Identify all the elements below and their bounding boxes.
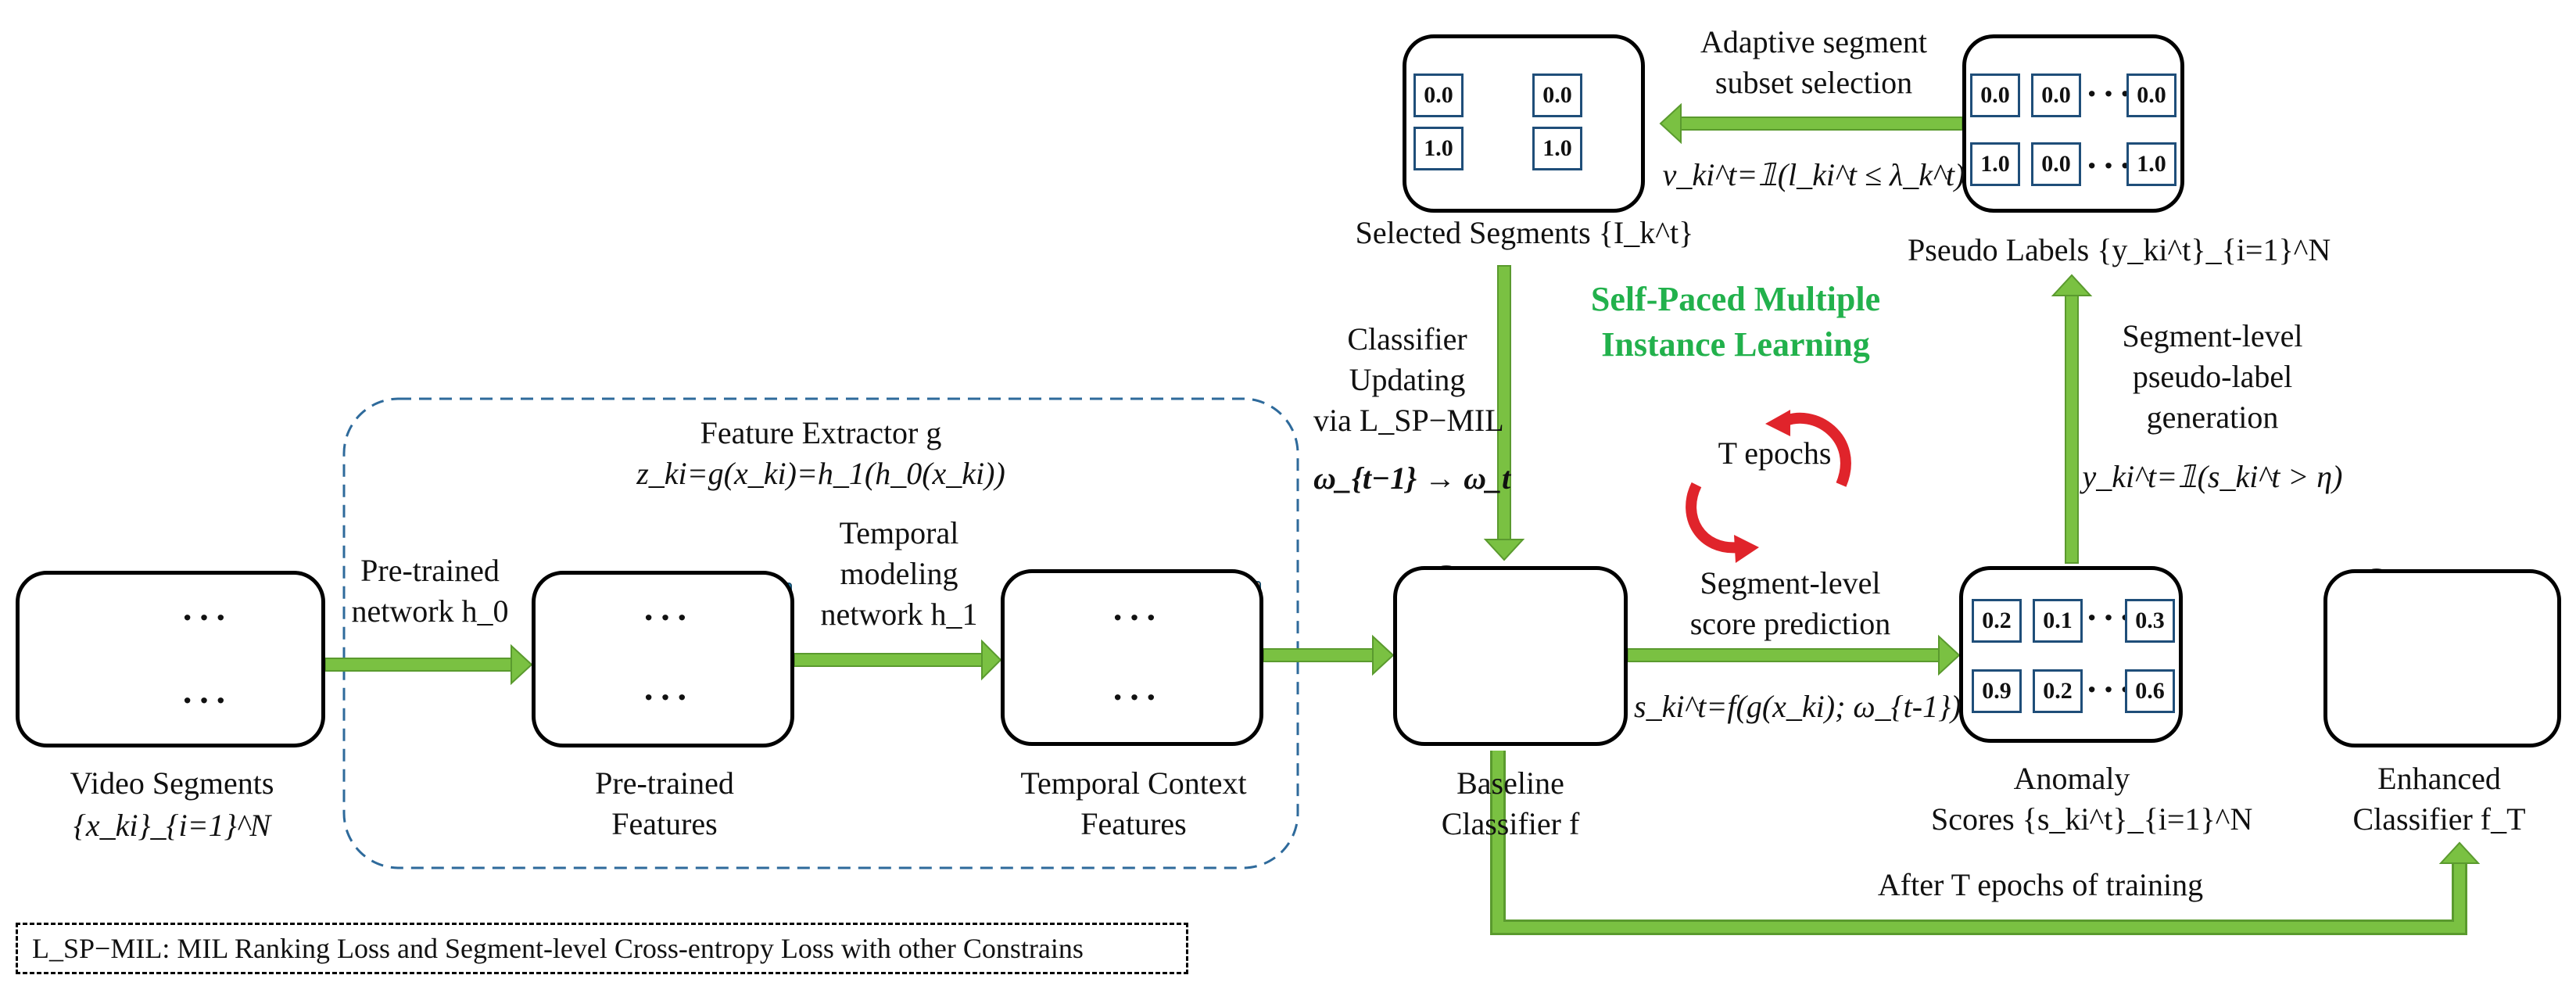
score-prediction-label-2: score prediction	[1689, 606, 1891, 641]
anomaly-score-cell: 0.2	[2033, 669, 2083, 713]
adaptive-selection-label-1: Adaptive segment	[1700, 24, 1927, 59]
anomaly-score-cell: 0.9	[1972, 669, 2022, 713]
pseudo-label-generation-label-1: Segment-level	[2122, 318, 2303, 353]
loss-legend: L_SP−MIL: MIL Ranking Loss and Segment-l…	[16, 923, 1188, 974]
temporal-context-label-2: Features	[1080, 806, 1187, 841]
anomaly-score-cell: 0.2	[1972, 599, 2022, 643]
pseudo-label-cell: 0.0	[2031, 142, 2081, 186]
selected-segment-cell: 0.0	[1532, 73, 1582, 117]
arrow-video-to-pretrained	[324, 643, 533, 686]
classifier-updating-label-2: Updating	[1349, 362, 1466, 397]
temporal-modeling-label-1: Temporal	[839, 515, 959, 550]
arrow-scores-to-pseudo-labels	[2051, 274, 2093, 564]
classifier-updating-label-1: Classifier	[1347, 321, 1467, 357]
feature-extractor-title: Feature Extractor g	[700, 415, 942, 450]
video-segments-label: Video Segments	[70, 765, 274, 801]
pseudo-label-generation-label-2: pseudo-label	[2132, 359, 2293, 394]
video-bottom-ellipsis: ···	[181, 680, 232, 720]
score-formula: s_ki^t=f(g(x_ki); ω_{t-1})	[1634, 689, 1962, 724]
classifier-updating-label-4: ω_{t−1} → ω_t	[1313, 461, 1511, 496]
arrow-baseline-to-scores	[1627, 634, 1961, 676]
pseudo-label-cell: 1.0	[2126, 142, 2177, 186]
baseline-classifier-box	[1393, 566, 1628, 746]
temporal-top-ellipsis: ···	[1112, 597, 1163, 637]
pseudo-bottom-ellipsis: ···	[2086, 145, 2137, 185]
score-prediction-label-1: Segment-level	[1700, 565, 1881, 600]
pretrained-features-label-2: Features	[611, 806, 718, 841]
temporal-bottom-ellipsis: ···	[1112, 677, 1163, 717]
pseudo-label-generation-label-3: generation	[2146, 400, 2279, 435]
scores-bottom-ellipsis: ···	[2086, 669, 2137, 709]
video-top-ellipsis: ···	[181, 597, 232, 637]
epochs-cycle-arrows	[1686, 410, 1851, 563]
scores-top-ellipsis: ···	[2086, 597, 2137, 637]
feature-extractor-formula: z_ki=g(x_ki)=h_1(h_0(x_ki))	[636, 456, 1005, 491]
arrow-temporal-to-baseline	[1263, 634, 1395, 676]
arrow-pseudo-labels-to-selected	[1659, 102, 1963, 145]
arrow-baseline-to-enhanced	[1490, 751, 2481, 935]
selected-segments-label: Selected Segments {I_k^t}	[1355, 215, 1694, 250]
anomaly-score-cell: 0.3	[2125, 599, 2175, 643]
video-segments-math: {x_ki}_{i=1}^N	[73, 808, 271, 843]
pseudo-label-cell: 0.0	[1970, 73, 2020, 117]
pretrained-network-label-1: Pre-trained	[360, 553, 500, 588]
adaptive-selection-label-2: subset selection	[1714, 65, 1913, 100]
anomaly-scores-label-1: Anomaly	[2013, 761, 2130, 796]
epochs-cycle-label: T epochs	[1718, 436, 1832, 471]
selected-segment-cell: 0.0	[1413, 73, 1464, 117]
figure-title-line-1: Self-Paced Multiple	[1590, 280, 1881, 318]
arrow-selected-to-baseline	[1483, 265, 1525, 561]
pretrained-bottom-ellipsis: ···	[643, 677, 693, 717]
feature-extractor-region	[342, 397, 1299, 869]
pseudo-top-ellipsis: ···	[2086, 73, 2137, 113]
pretrained-network-label-2: network h_0	[351, 593, 509, 629]
anomaly-scores-box	[1959, 566, 2183, 743]
selected-segment-cell: 1.0	[1532, 127, 1582, 170]
temporal-context-label-1: Temporal Context	[1020, 765, 1247, 801]
anomaly-scores-label-2: Scores {s_ki^t}_{i=1}^N	[1931, 801, 2253, 837]
temporal-context-box	[1001, 569, 1263, 746]
pseudo-label-formula: y_ki^t=𝟙(s_ki^t > η)	[2082, 459, 2343, 494]
temporal-modeling-label-2: modeling	[840, 556, 958, 591]
arrow-pretrained-to-temporal	[794, 639, 1002, 681]
enhanced-classifier-label-1: Enhanced	[2377, 761, 2501, 796]
temporal-modeling-label-3: network h_1	[820, 597, 978, 632]
pseudo-label-cell: 0.0	[2126, 73, 2177, 117]
pseudo-label-cell: 1.0	[1970, 142, 2020, 186]
selected-segments-box	[1403, 34, 1645, 213]
pseudo-labels-label: Pseudo Labels {y_ki^t}_{i=1}^N	[1908, 232, 2331, 267]
anomaly-score-cell: 0.1	[2033, 599, 2083, 643]
video-segments-box	[16, 571, 325, 747]
selection-formula: v_ki^t=𝟙(l_ki^t ≤ λ_k^t)	[1662, 157, 1965, 192]
pretrained-features-label-1: Pre-trained	[595, 765, 734, 801]
selected-segment-cell: 1.0	[1413, 127, 1464, 170]
baseline-classifier-label-2: Classifier f	[1441, 806, 1580, 841]
enhanced-classifier-label-2: Classifier f_T	[2352, 801, 2526, 837]
anomaly-score-cell: 0.6	[2125, 669, 2175, 713]
figure-title-line-2: Instance Learning	[1601, 325, 1870, 364]
after-training-label: After T epochs of training	[1877, 867, 2204, 902]
pretrained-top-ellipsis: ···	[643, 597, 693, 637]
pseudo-label-cell: 0.0	[2031, 73, 2081, 117]
enhanced-classifier-box	[2323, 569, 2561, 747]
baseline-classifier-label-1: Baseline	[1456, 765, 1564, 801]
pretrained-features-box	[532, 571, 794, 747]
classifier-updating-label-3: via L_SP−MIL	[1313, 403, 1504, 438]
